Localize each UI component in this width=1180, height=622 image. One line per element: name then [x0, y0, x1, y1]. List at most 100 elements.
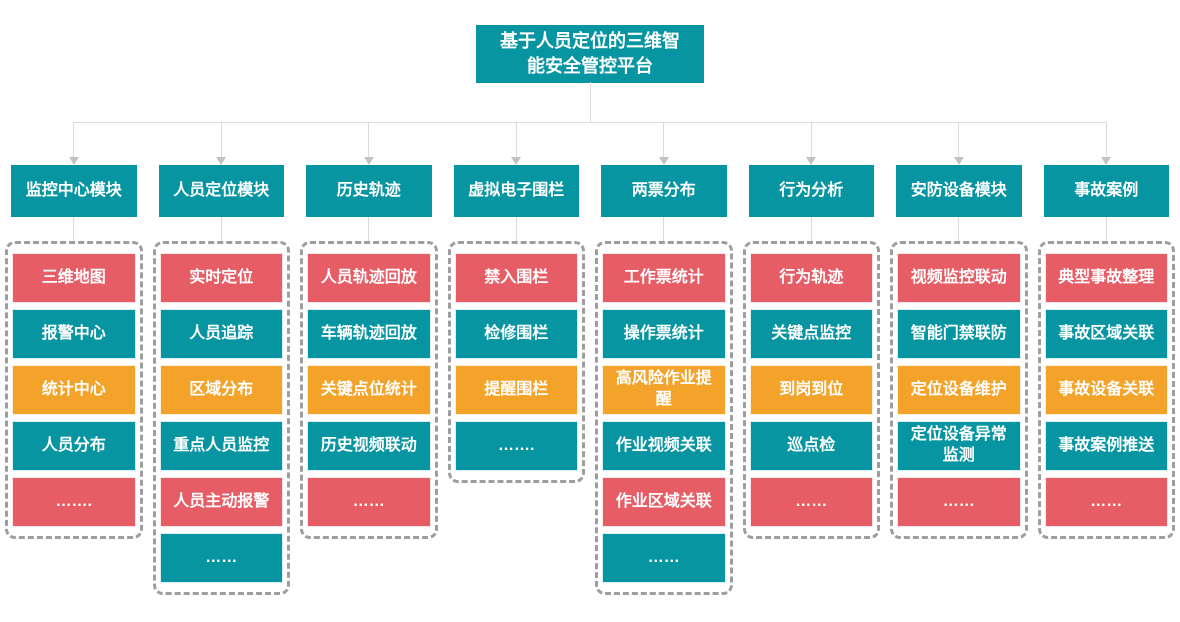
connector-vertical-line — [663, 122, 665, 157]
submodule-group: 视频监控联动智能门禁联防定位设备维护定位设备异常监测 …… — [890, 241, 1028, 539]
connector-vertical-line — [368, 122, 370, 157]
submodule-item: 历史视频联动 — [307, 421, 431, 471]
submodule-item: …… — [602, 533, 726, 583]
submodule-group: 典型事故整理事故区域关联事故设备关联事故案例推送 …… — [1037, 241, 1175, 539]
submodule-item: 事故案例推送 — [1044, 421, 1168, 471]
submodule-group: 禁入围栏检修围栏提醒围栏 ……. — [447, 241, 585, 483]
submodule-group: 行为轨迹关键点监控到岗到位巡点检 …… — [742, 241, 880, 539]
connector-stub-line — [73, 217, 75, 241]
connector-horizontal-line — [73, 122, 1107, 123]
module-header: 监控中心模块 — [11, 165, 137, 217]
submodule-item: 提醒围栏 — [454, 365, 578, 415]
arrow-down-icon — [363, 157, 374, 165]
connector-vertical-line — [73, 122, 75, 157]
arrow-down-icon — [953, 157, 964, 165]
connector-vertical-line — [515, 122, 517, 157]
module-column-7: 安防设备模块视频监控联动智能门禁联防定位设备维护定位设备异常监测 …… — [885, 122, 1033, 595]
module-header: 历史轨迹 — [306, 165, 432, 217]
submodule-item: 行为轨迹 — [749, 253, 873, 303]
module-header: 事故案例 — [1043, 165, 1169, 217]
submodule-item: 到岗到位 — [749, 365, 873, 415]
module-column-8: 事故案例典型事故整理事故区域关联事故设备关联事故案例推送 …… — [1033, 122, 1180, 595]
submodule-item: 工作票统计 — [602, 253, 726, 303]
connector-stub-line — [810, 217, 812, 241]
connector-stub-line — [958, 217, 960, 241]
connector-drop — [511, 122, 522, 165]
submodule-item: …… — [307, 477, 431, 527]
submodule-group: 人员轨迹回放车辆轨迹回放关键点位统计历史视频联动 …… — [300, 241, 438, 539]
module-header: 虚拟电子围栏 — [453, 165, 579, 217]
submodule-item: 区域分布 — [159, 365, 283, 415]
arrow-down-icon — [1101, 157, 1112, 165]
connector-vertical-line — [220, 122, 222, 157]
submodule-item: 视频监控联动 — [897, 253, 1021, 303]
module-header: 人员定位模块 — [158, 165, 284, 217]
submodule-item: 人员主动报警 — [159, 477, 283, 527]
submodule-item: 禁入围栏 — [454, 253, 578, 303]
submodule-group: 三维地图报警中心统计中心人员分布……. — [5, 241, 143, 539]
submodule-item: …… — [897, 477, 1021, 527]
connector-drop — [68, 122, 79, 165]
arrow-down-icon — [806, 157, 817, 165]
connector-stub-line — [515, 217, 517, 241]
submodule-item: 定位设备异常监测 — [897, 421, 1021, 471]
connector-drop — [1101, 122, 1112, 165]
submodule-item: 作业区域关联 — [602, 477, 726, 527]
submodule-item: 巡点检 — [749, 421, 873, 471]
submodule-item: 车辆轨迹回放 — [307, 309, 431, 359]
module-column-1: 监控中心模块三维地图报警中心统计中心人员分布……. — [0, 122, 148, 595]
submodule-item: 智能门禁联防 — [897, 309, 1021, 359]
module-column-4: 虚拟电子围栏禁入围栏检修围栏提醒围栏 ……. — [443, 122, 591, 595]
submodule-item: 定位设备维护 — [897, 365, 1021, 415]
module-header: 行为分析 — [748, 165, 874, 217]
connector-drop — [216, 122, 227, 165]
connector-drop — [806, 122, 817, 165]
module-column-3: 历史轨迹人员轨迹回放车辆轨迹回放关键点位统计历史视频联动 …… — [295, 122, 443, 595]
submodule-item: 重点人员监控 — [159, 421, 283, 471]
connector-stub-line — [1105, 217, 1107, 241]
submodule-item: 人员追踪 — [159, 309, 283, 359]
submodule-group: 实时定位人员追踪区域分布重点人员监控人员主动报警 …… — [152, 241, 290, 595]
connector-drop — [953, 122, 964, 165]
arrow-down-icon — [216, 157, 227, 165]
submodule-item: 统计中心 — [12, 365, 136, 415]
submodule-item: 三维地图 — [12, 253, 136, 303]
submodule-item: ……. — [454, 421, 578, 471]
submodule-item: 操作票统计 — [602, 309, 726, 359]
submodule-item: 典型事故整理 — [1044, 253, 1168, 303]
submodule-item: 报警中心 — [12, 309, 136, 359]
submodule-item: 作业视频关联 — [602, 421, 726, 471]
module-column-5: 两票分布工作票统计操作票统计高风险作业提醒作业视频关联作业区域关联 …… — [590, 122, 738, 595]
module-header: 两票分布 — [601, 165, 727, 217]
module-column-2: 人员定位模块实时定位人员追踪区域分布重点人员监控人员主动报警 …… — [148, 122, 296, 595]
module-column-6: 行为分析行为轨迹关键点监控到岗到位巡点检 …… — [738, 122, 886, 595]
arrow-down-icon — [68, 157, 79, 165]
submodule-item: 实时定位 — [159, 253, 283, 303]
submodule-item: 关键点监控 — [749, 309, 873, 359]
submodule-item: 人员分布 — [12, 421, 136, 471]
root-node: 基于人员定位的三维智能安全管控平台 — [476, 25, 704, 84]
submodule-item: 人员轨迹回放 — [307, 253, 431, 303]
connector-stub-line — [220, 217, 222, 241]
connector-stub-line — [663, 217, 665, 241]
root-connector-line — [590, 82, 591, 122]
submodule-item: 高风险作业提醒 — [602, 365, 726, 415]
connector-vertical-line — [958, 122, 960, 157]
submodule-item: 关键点位统计 — [307, 365, 431, 415]
submodule-item: …… — [749, 477, 873, 527]
connector-vertical-line — [1105, 122, 1107, 157]
submodule-group: 工作票统计操作票统计高风险作业提醒作业视频关联作业区域关联 …… — [595, 241, 733, 595]
submodule-item: 事故设备关联 — [1044, 365, 1168, 415]
module-header: 安防设备模块 — [896, 165, 1022, 217]
submodule-item: …… — [1044, 477, 1168, 527]
submodule-item: 事故区域关联 — [1044, 309, 1168, 359]
submodule-item: …… — [159, 533, 283, 583]
arrow-down-icon — [658, 157, 669, 165]
connector-drop — [658, 122, 669, 165]
connector-drop — [363, 122, 374, 165]
connector-vertical-line — [810, 122, 812, 157]
arrow-down-icon — [511, 157, 522, 165]
module-columns: 监控中心模块三维地图报警中心统计中心人员分布 ……. 人员定位模块实时定位人员追踪区… — [0, 122, 1180, 595]
submodule-item: 检修围栏 — [454, 309, 578, 359]
